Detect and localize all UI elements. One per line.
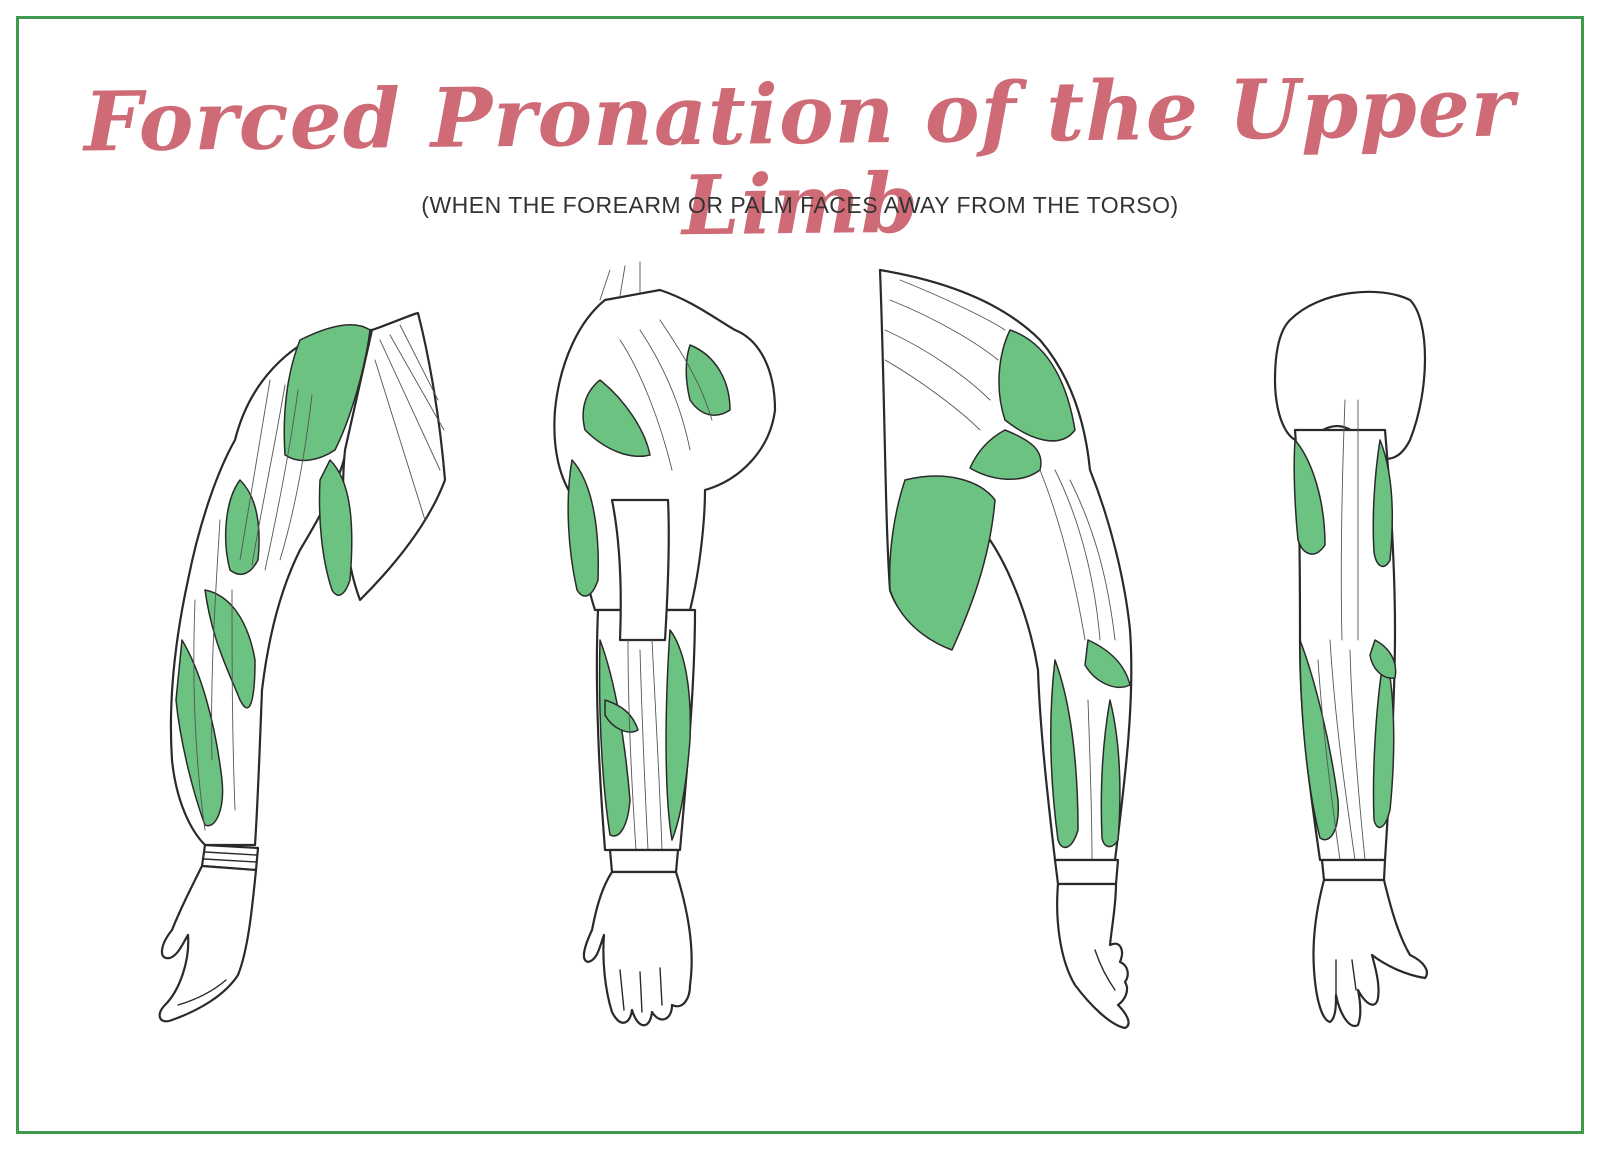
- page-subtitle: (WHEN THE FOREARM OR PALM FACES AWAY FRO…: [421, 192, 1179, 218]
- arm-figure-2: [553, 261, 777, 1027]
- arm-4-upper-left: [1293, 439, 1326, 555]
- arm-3-forearm-right: [1100, 699, 1121, 848]
- arm-4-forearm-right: [1372, 649, 1395, 829]
- arm-3-deltoid: [998, 329, 1076, 442]
- arm-2-upper-arm: [610, 498, 670, 642]
- arm-4-hand: [1312, 878, 1428, 1028]
- arm-1-deltoid: [283, 324, 371, 462]
- arm-figure-4: [1273, 290, 1428, 1028]
- arm-4-upper-right: [1372, 439, 1394, 568]
- arm-4-forearm-left: [1299, 639, 1339, 841]
- arm-2-hand: [582, 870, 693, 1027]
- arm-1-side-muscle: [318, 459, 353, 596]
- arm-2-deltoid-right: [685, 344, 731, 416]
- arm-1-biceps: [224, 479, 260, 576]
- arm-figure-3: [878, 268, 1133, 1030]
- arm-figure-1: [158, 311, 447, 1023]
- arm-3-latissimus: [888, 475, 996, 651]
- arm-3-forearm-left: [1049, 659, 1079, 849]
- arm-2-deltoid-left: [582, 379, 651, 457]
- arm-1-brachioradialis: [204, 589, 256, 709]
- arm-1-forearm-flexor: [175, 639, 224, 827]
- arm-4-elbow-patch: [1369, 639, 1397, 679]
- arm-4-wrist-band: [1320, 858, 1387, 882]
- arm-1-hand: [158, 864, 258, 1023]
- arm-3-hand: [1056, 882, 1130, 1030]
- arm-2-wrist-band: [608, 848, 680, 874]
- arm-2-teres: [567, 459, 600, 597]
- arm-3-forearm-band: [1084, 639, 1131, 688]
- arm-2-forearm-left: [598, 639, 631, 837]
- arm-3-teres-major: [969, 429, 1042, 481]
- arm-3-wrist-band: [1053, 858, 1120, 886]
- arm-2-forearm-right: [665, 629, 692, 841]
